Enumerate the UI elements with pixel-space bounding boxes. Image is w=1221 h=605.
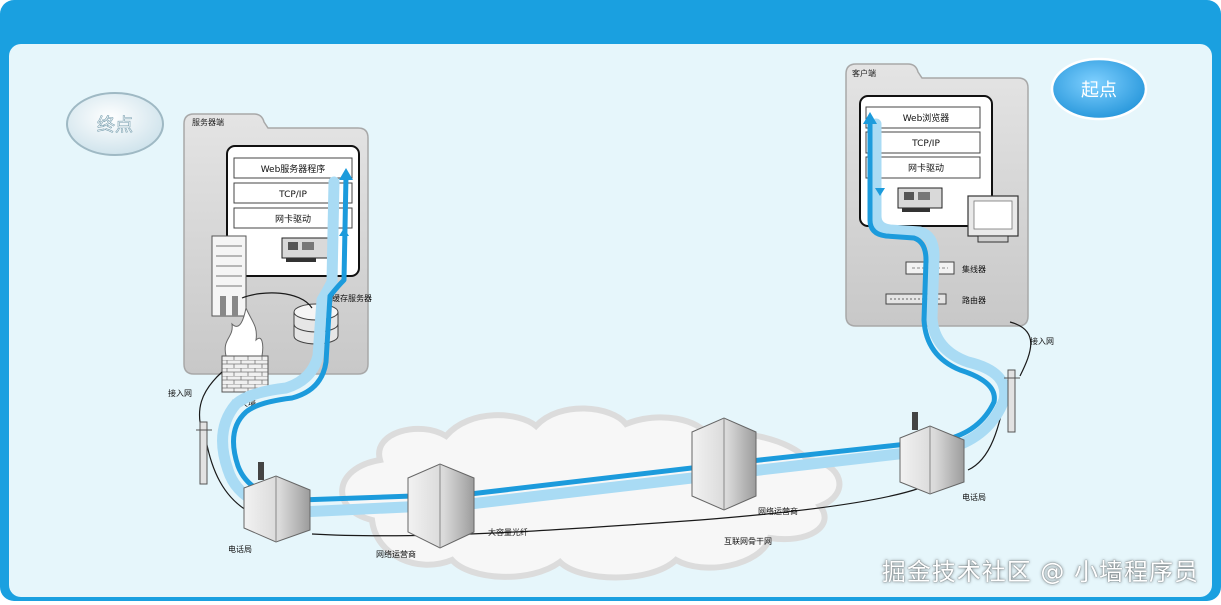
server-nic-icon	[281, 237, 329, 262]
server-office-label: 电话局	[228, 544, 252, 554]
isp-left-building-icon	[407, 463, 475, 549]
router-icon	[885, 293, 947, 305]
backbone-label: 互联网骨干网	[724, 537, 772, 546]
server-title: 服务器端	[192, 117, 224, 127]
server-layer-driver-label: 网卡驱动	[275, 213, 311, 225]
server-layer-driver	[233, 207, 353, 229]
server-rack-icon	[211, 235, 247, 317]
firewall-icon	[221, 306, 269, 393]
fiber-label: 大容量光纤	[488, 527, 528, 537]
client-access-label: 接入网	[1030, 336, 1054, 346]
data-path-dark	[231, 117, 997, 503]
server-layer-app	[233, 157, 353, 179]
client-layer-tcpip-label: TCP/IP	[911, 139, 940, 149]
isp-right-label: 网络运营商	[758, 506, 798, 516]
cache-server-label: 缓存服务器	[332, 293, 372, 303]
client-layer-app-label: Web浏览器	[903, 112, 950, 124]
isp-right-building-icon	[691, 417, 757, 511]
watermark: 掘金技术社区 @ 小墙程序员	[881, 558, 1199, 586]
hub-label: 集线器	[962, 264, 986, 274]
server-layer-app-label: Web服务器程序	[261, 163, 326, 175]
client-nic-icon	[897, 187, 943, 212]
client-layer-app	[865, 106, 981, 129]
start-badge: 起点	[1050, 57, 1148, 121]
data-path-light	[217, 118, 1011, 518]
antenna-right-icon	[1004, 369, 1020, 433]
start-badge-label: 起点	[1081, 80, 1117, 101]
arrow-server-mid-icon	[339, 228, 349, 236]
monitor-icon	[967, 195, 1019, 243]
phone-office-right-icon	[899, 412, 965, 495]
client-office-label: 电话局	[962, 492, 986, 502]
client-layer-driver-label: 网卡驱动	[908, 162, 944, 174]
client-layer-tcpip	[865, 131, 981, 154]
client-title: 客户端	[852, 68, 876, 78]
router-label: 路由器	[962, 295, 986, 305]
server-layer-tcpip-label: TCP/IP	[278, 190, 307, 200]
end-badge-label: 终点	[97, 115, 133, 136]
arrow-up-server-icon	[339, 168, 353, 180]
access-cables	[198, 292, 1032, 537]
isp-left-label: 网络运营商	[376, 549, 416, 559]
antenna-left-icon	[196, 421, 212, 485]
phone-office-left-icon	[243, 462, 311, 543]
arrow-client-mid-icon	[875, 188, 885, 196]
end-badge: 终点	[66, 92, 164, 156]
arrow-up-client-icon	[863, 112, 877, 124]
client-layer-driver	[865, 156, 981, 179]
server-layer-tcpip	[233, 182, 353, 204]
server-access-label: 接入网	[168, 388, 192, 398]
